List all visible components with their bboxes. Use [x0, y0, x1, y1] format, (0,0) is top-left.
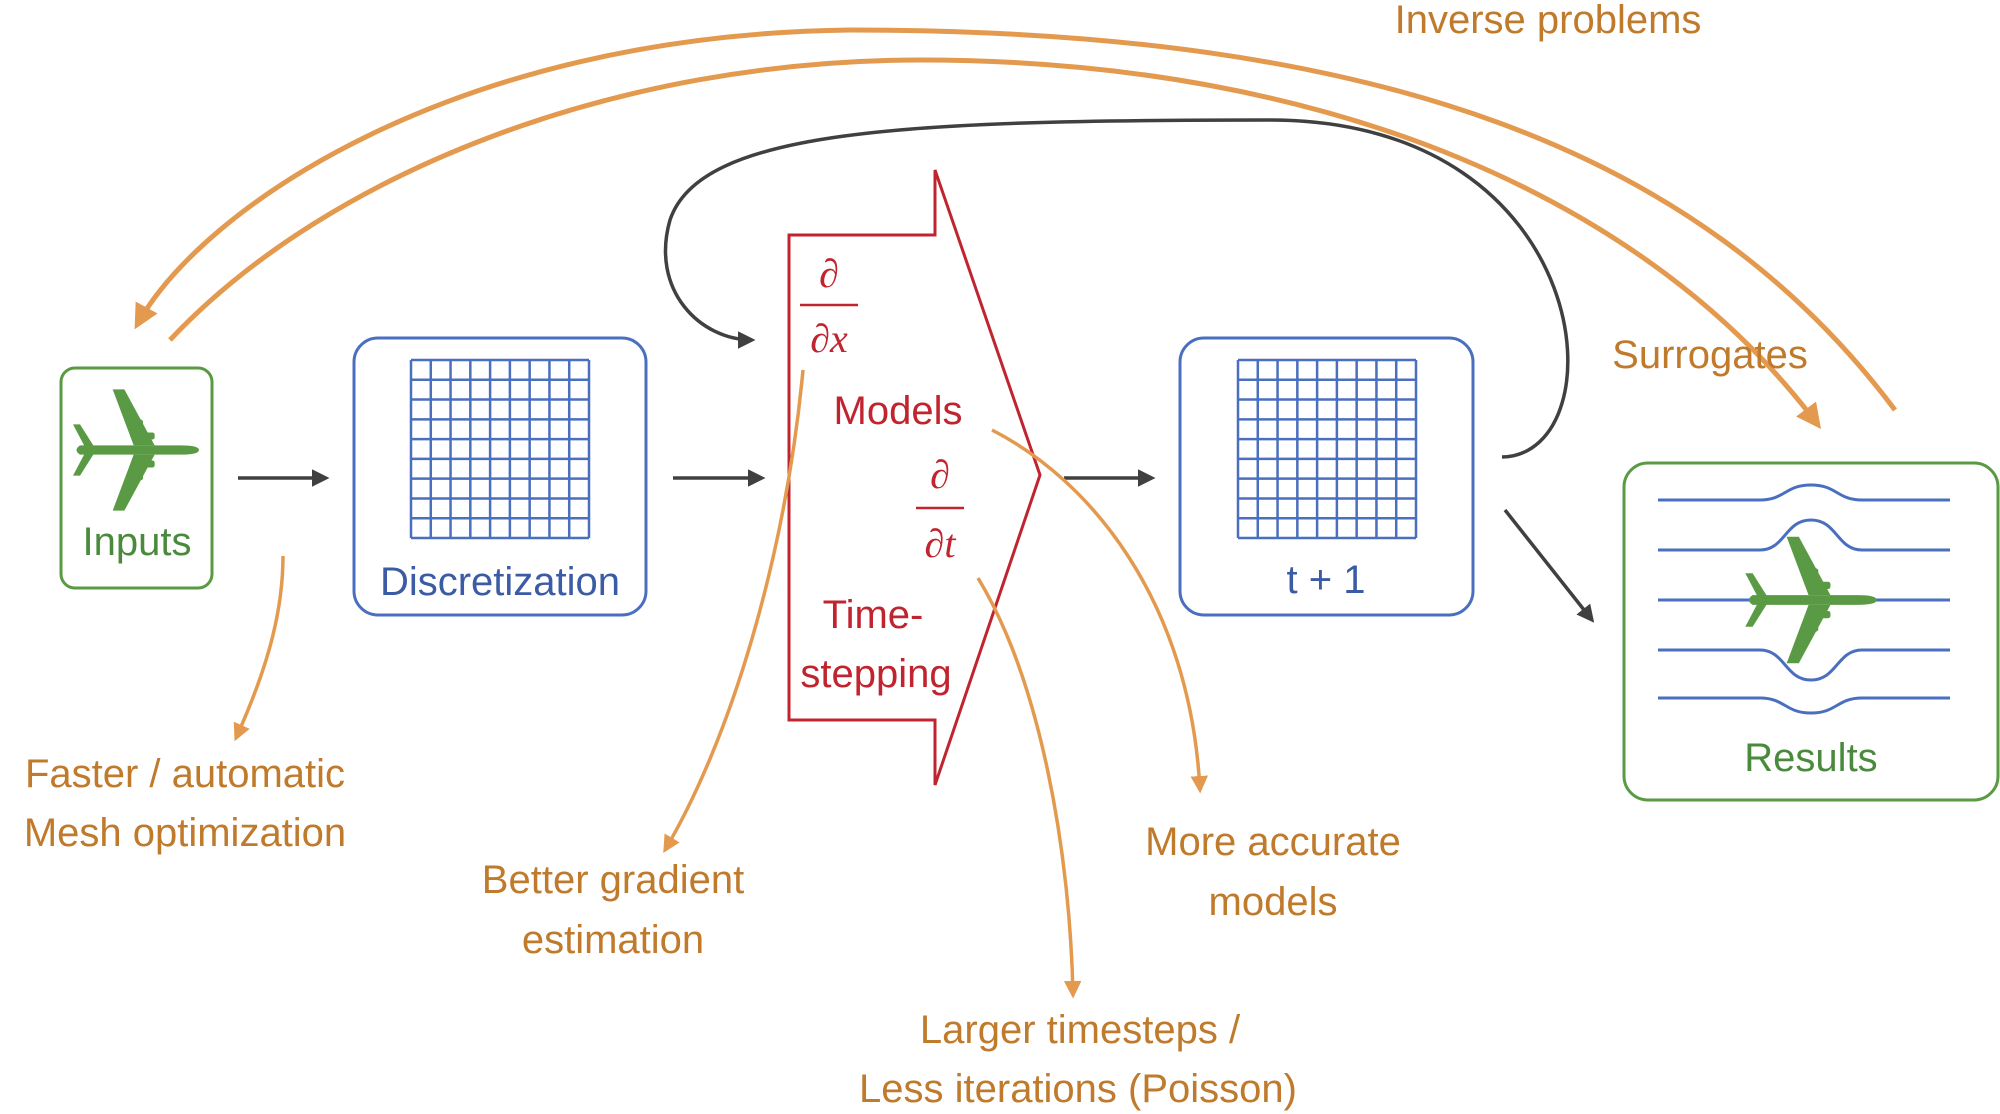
- gradient-estimation-label-line1: Better gradient: [482, 858, 744, 902]
- flow-arrow-4: [1503, 508, 1595, 623]
- larger-timesteps-label-line2: Less iterations (Poisson): [859, 1067, 1297, 1111]
- models-label: Models: [834, 389, 963, 433]
- mesh-optimization-label-line1: Faster / automatic: [25, 752, 345, 796]
- larger-timesteps-label-line1: Larger timesteps /: [920, 1008, 1241, 1052]
- mesh-optimization-label-line2: Mesh optimization: [24, 811, 346, 855]
- grid-icon: [1236, 358, 1418, 540]
- discretization-label: Discretization: [380, 560, 620, 604]
- surrogates-label: Surrogates: [1612, 333, 1808, 377]
- annotation-arrows: [233, 369, 1208, 999]
- gradient-annotation-arrow: [663, 369, 805, 854]
- time-loop-arrow: [663, 118, 1570, 459]
- d-dt-denominator: ∂t: [925, 521, 957, 566]
- inverse-problems-arrow: [134, 27, 1897, 412]
- d-dt-numerator: ∂: [930, 452, 950, 497]
- discretization-node: Discretization: [352, 336, 648, 617]
- discretization-box: [352, 336, 648, 617]
- timesteps-annotation-arrow: [976, 577, 1082, 999]
- inverse-problems-label: Inverse problems: [1395, 0, 1702, 42]
- d-dx-denominator: ∂x: [810, 316, 848, 361]
- next-step-box: [1178, 336, 1475, 617]
- next-step-label: t + 1: [1287, 558, 1366, 602]
- results-label: Results: [1744, 736, 1877, 780]
- accurate-models-label-line1: More accurate: [1145, 820, 1401, 864]
- gradient-estimation-label-line2: estimation: [522, 918, 704, 962]
- accurate-models-label-line2: models: [1209, 880, 1338, 924]
- solver-node: ∂ ∂x Models ∂ ∂t Time- stepping: [787, 169, 1042, 786]
- inputs-label: Inputs: [83, 520, 192, 564]
- d-dx-numerator: ∂: [819, 251, 839, 296]
- timestepping-label-line1: Time-: [823, 593, 924, 637]
- grid-icon: [409, 358, 591, 540]
- models-annotation-arrow: [991, 428, 1208, 794]
- inputs-node: Inputs: [59, 366, 214, 590]
- next-step-node: t + 1: [1178, 336, 1475, 617]
- results-node: Results: [1622, 461, 2000, 802]
- mesh-annotation-arrow: [233, 555, 285, 742]
- solver-arrow-shape: [787, 169, 1042, 786]
- timestepping-label-line2: stepping: [800, 652, 951, 696]
- surrogates-arrow: [168, 57, 1821, 430]
